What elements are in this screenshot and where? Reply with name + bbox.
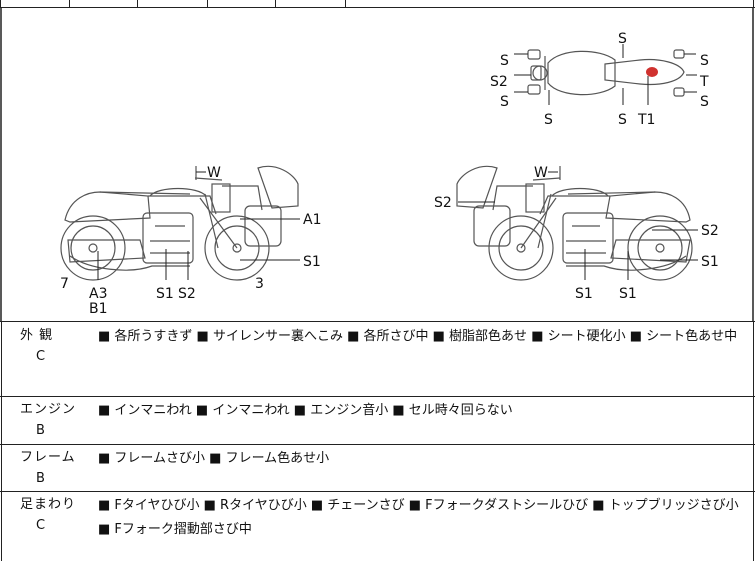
label-w: W bbox=[207, 165, 221, 181]
label-b1: B1 bbox=[89, 301, 108, 317]
category-cell: 足まわり C bbox=[0, 494, 90, 536]
divider bbox=[0, 444, 755, 445]
damage-diagram-svg: S S2 S S S S T1 S T S bbox=[0, 8, 754, 321]
table-cell-border bbox=[137, 0, 138, 8]
label-s2: S2 bbox=[490, 74, 508, 90]
label-s: S bbox=[700, 53, 709, 69]
table-border-left bbox=[1, 321, 2, 561]
label-t1: T1 bbox=[637, 112, 655, 128]
table-cell-border bbox=[275, 0, 276, 8]
category-cell: フレーム B bbox=[0, 447, 90, 489]
label-s: S bbox=[500, 94, 509, 110]
motorcycle-right-view bbox=[456, 165, 693, 281]
label-3: 3 bbox=[255, 276, 264, 292]
damage-diagram: S S2 S S S S T1 S T S bbox=[0, 8, 755, 321]
label-s: S bbox=[618, 112, 627, 128]
category-name: 足まわり bbox=[20, 497, 77, 512]
divider bbox=[0, 491, 755, 492]
table-cell-border bbox=[207, 0, 208, 8]
label-s1: S1 bbox=[575, 286, 593, 302]
label-s1: S1 bbox=[156, 286, 174, 302]
divider bbox=[0, 396, 755, 397]
label-a1: A1 bbox=[303, 212, 321, 228]
condition-notes: ■ フレームさび小 ■ フレーム色あせ小 bbox=[98, 451, 330, 466]
category-cell: エンジン B bbox=[0, 399, 90, 441]
header-row-fragment bbox=[0, 0, 755, 8]
table-row: フレーム B ■ フレームさび小 ■ フレーム色あせ小 bbox=[0, 447, 755, 491]
category-name: 外 観 bbox=[20, 328, 54, 343]
divider bbox=[0, 7, 755, 8]
label-s1: S1 bbox=[303, 254, 321, 270]
condition-notes: ■ 各所うすきず ■ サイレンサー裏へこみ ■ 各所さび中 ■ 樹脂部色あせ ■… bbox=[98, 329, 738, 344]
grade-value: B bbox=[36, 423, 45, 438]
label-s2: S2 bbox=[701, 223, 719, 239]
divider bbox=[0, 321, 755, 322]
condition-notes: ■ インマニわれ ■ インマニわれ ■ エンジン音小 ■ セル時々回らない bbox=[98, 403, 513, 418]
table-row: 外 観 C ■ 各所うすきず ■ サイレンサー裏へこみ ■ 各所さび中 ■ 樹脂… bbox=[0, 325, 755, 391]
category-name: エンジン bbox=[20, 402, 77, 417]
table-cell-border bbox=[345, 0, 346, 8]
table-cell-border bbox=[69, 0, 70, 8]
category-name: フレーム bbox=[20, 450, 76, 465]
table-row: 足まわり C ■ Fタイヤひび小 ■ Rタイヤひび小 ■ チェーンさび ■ Fフ… bbox=[0, 494, 755, 554]
grade-value: B bbox=[36, 471, 45, 486]
table-cell-border bbox=[753, 0, 754, 8]
label-t: T bbox=[699, 74, 709, 90]
motorcycle-top-view bbox=[527, 49, 685, 97]
label-s2: S2 bbox=[178, 286, 196, 302]
label-a3: A3 bbox=[89, 286, 107, 302]
label-s1: S1 bbox=[619, 286, 637, 302]
condition-notes: ■ Fタイヤひび小 ■ Rタイヤひび小 ■ チェーンさび ■ Fフォークダストシ… bbox=[98, 498, 739, 537]
table-row: エンジン B ■ インマニわれ ■ インマニわれ ■ エンジン音小 ■ セル時々… bbox=[0, 399, 755, 445]
label-s: S bbox=[544, 112, 553, 128]
grade-value: C bbox=[36, 349, 46, 364]
motorcycle-left-view bbox=[60, 165, 299, 281]
table-cell-border bbox=[0, 0, 1, 8]
grade-value: C bbox=[36, 518, 46, 533]
label-s2: S2 bbox=[434, 195, 452, 211]
label-s: S bbox=[500, 53, 509, 69]
label-s1: S1 bbox=[701, 254, 719, 270]
label-s: S bbox=[700, 94, 709, 110]
label-s: S bbox=[618, 31, 627, 47]
table-border-right bbox=[753, 321, 754, 561]
label-w: W bbox=[534, 165, 548, 181]
label-7: 7 bbox=[60, 276, 69, 292]
category-cell: 外 観 C bbox=[0, 325, 90, 367]
